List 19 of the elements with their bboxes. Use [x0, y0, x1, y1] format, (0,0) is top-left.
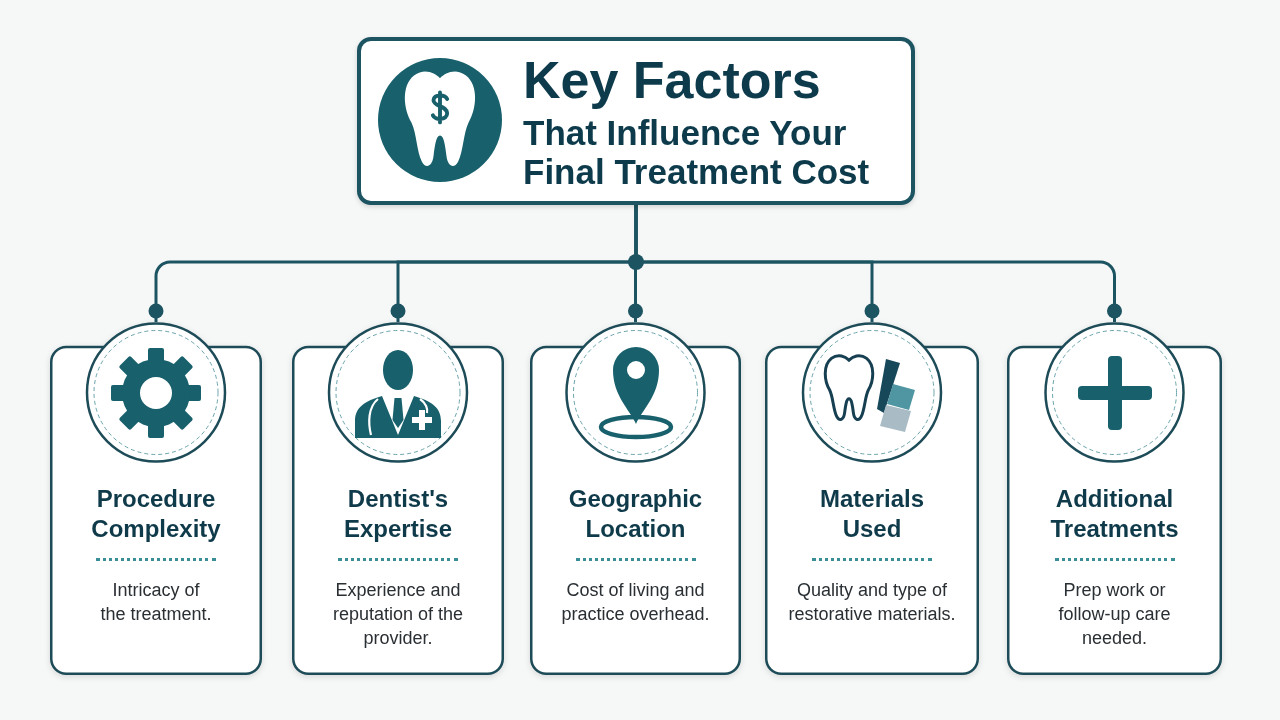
card-heading: Dentist's Expertise: [342, 484, 454, 544]
card-heading: Additional Treatments: [1049, 484, 1180, 544]
card-description: Experience and reputation of the provider.: [331, 579, 465, 650]
subtitle-text: That Influence Your Final Treatment Cost: [523, 113, 871, 191]
card-heading: Procedure Complexity: [90, 484, 222, 544]
card-heading: Geographic Location: [567, 484, 704, 544]
card-heading: Materials Used: [818, 484, 926, 544]
factor-card: [1007, 322, 1222, 675]
header-box: [357, 37, 915, 205]
factor-card: [530, 322, 741, 675]
factor-card: [50, 322, 262, 675]
title-text: Key Factors: [523, 50, 822, 110]
card-description: Prep work or follow-up care needed.: [1057, 579, 1172, 650]
factor-card: [292, 322, 504, 675]
card-description: Quality and type of restorative materials.: [787, 579, 957, 626]
connector-line: [634, 205, 1122, 322]
card-description: Intricacy of the treatment.: [99, 579, 213, 626]
card-description: Cost of living and practice overhead.: [560, 579, 711, 626]
factor-card: [765, 322, 979, 675]
